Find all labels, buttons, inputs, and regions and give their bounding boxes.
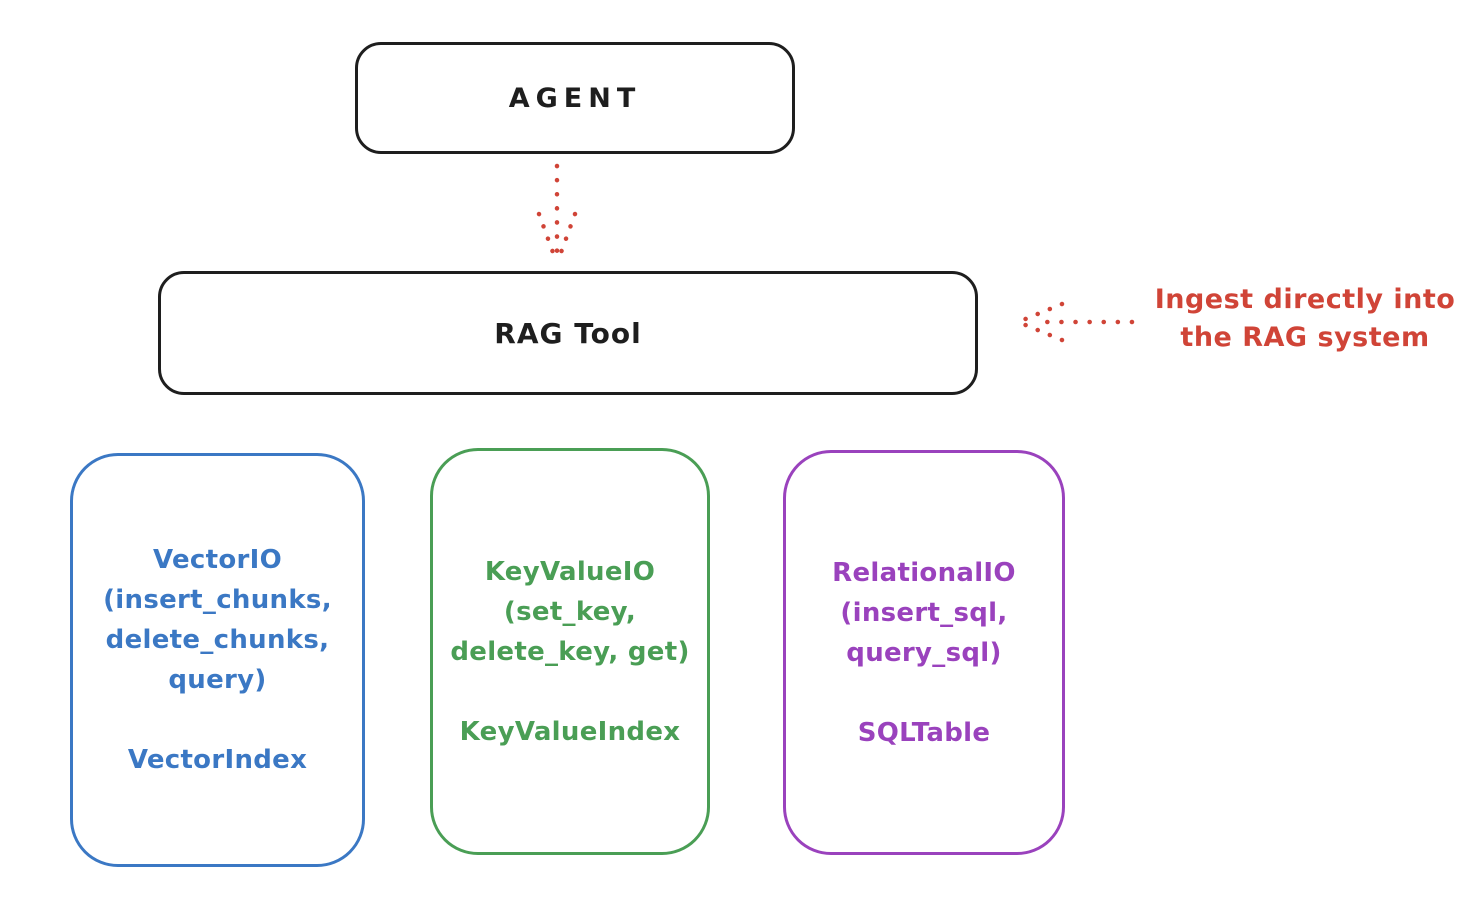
ingest-annotation-line1: Ingest directly into: [1154, 284, 1456, 315]
vector-io-title-line: VectorIO: [152, 545, 283, 575]
vector-io-box: VectorIO (insert_chunks, delete_chunks, …: [70, 453, 365, 867]
rag-tool-label: RAG Tool: [494, 316, 642, 350]
spacer: [73, 700, 362, 740]
agent-label: AGENT: [508, 82, 642, 114]
rag-tool-box: RAG Tool: [158, 271, 978, 395]
ingest-annotation-line2: the RAG system: [1180, 322, 1430, 353]
keyvalue-io-title-line: delete_key, get): [450, 636, 690, 667]
keyvalue-io-title-line: (set_key,: [503, 596, 637, 627]
ingest-annotation: Ingest directly into the RAG system: [1130, 281, 1480, 357]
vector-io-title-line: (insert_chunks,: [103, 585, 332, 615]
relational-io-title-line: RelationalIO: [832, 557, 1016, 588]
relational-io-title-line: (insert_sql,: [840, 597, 1008, 628]
keyvalue-io-text: KeyValueIO (set_key, delete_key, get) Ke…: [433, 552, 707, 752]
vector-io-text: VectorIO (insert_chunks, delete_chunks, …: [73, 540, 362, 780]
vector-io-title-line: query): [168, 665, 267, 695]
sql-table-label: SQLTable: [857, 717, 991, 748]
spacer: [433, 672, 707, 712]
keyvalue-io-box: KeyValueIO (set_key, delete_key, get) Ke…: [430, 448, 710, 855]
keyvalue-index-label: KeyValueIndex: [459, 716, 681, 747]
keyvalue-io-title-line: KeyValueIO: [484, 556, 656, 587]
left-arrow-icon: [1020, 301, 1135, 343]
vector-index-label: VectorIndex: [127, 745, 308, 775]
vector-io-title-line: delete_chunks,: [105, 625, 330, 655]
spacer: [786, 673, 1062, 713]
agent-box: AGENT: [355, 42, 795, 154]
relational-io-text: RelationalIO (insert_sql, query_sql) SQL…: [786, 553, 1062, 753]
relational-io-box: RelationalIO (insert_sql, query_sql) SQL…: [783, 450, 1065, 855]
down-arrow-icon: [536, 163, 578, 261]
relational-io-title-line: query_sql): [846, 637, 1002, 668]
